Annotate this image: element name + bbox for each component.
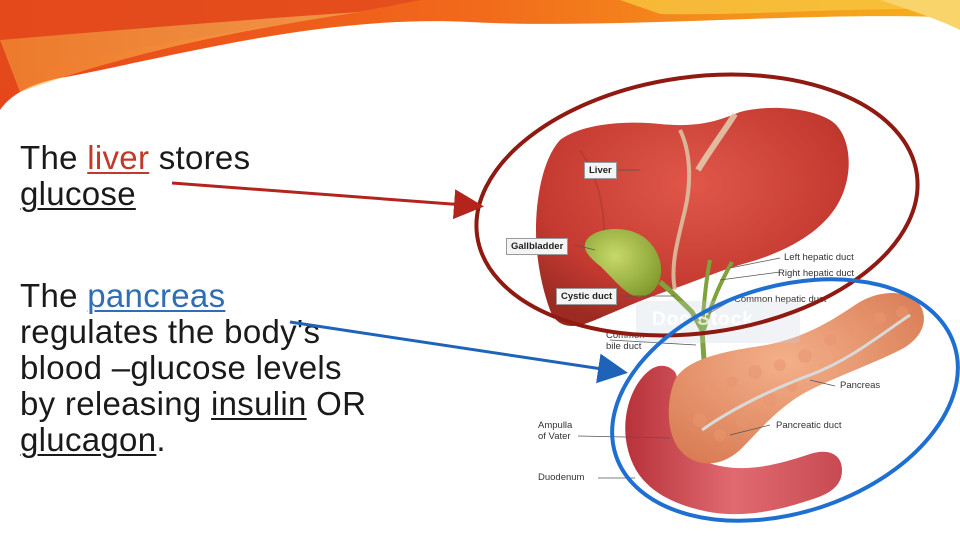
- pancreas-line3: blood –glucose levels: [20, 349, 342, 386]
- label-pancreatic-duct: Pancreatic duct: [776, 420, 842, 431]
- insulin-word: insulin: [211, 385, 307, 422]
- stock-watermark: Doc Stock: [636, 301, 800, 343]
- liver-prefix: The: [20, 139, 88, 176]
- label-ampulla-line1: Ampulla: [538, 420, 573, 431]
- pancreas-line2: regulates the body's: [20, 313, 321, 350]
- liver-stores: stores: [149, 139, 251, 176]
- pancreas-statement: The pancreas regulates the body's blood …: [20, 278, 480, 458]
- or-word: OR: [306, 385, 367, 422]
- period: .: [156, 421, 166, 458]
- glucose-word: glucose: [20, 175, 136, 212]
- pancreas-keyword: pancreas: [87, 277, 226, 314]
- liver-statement: The liver stores glucose: [20, 140, 380, 212]
- liver-keyword: liver: [87, 139, 150, 176]
- decorative-banner: [0, 0, 960, 110]
- pancreas-line4-prefix: by releasing: [20, 385, 212, 422]
- label-right-hepatic-duct: Right hepatic duct: [778, 268, 855, 279]
- label-gallbladder: Gallbladder: [506, 238, 569, 255]
- watermark-text: Doc Stock: [652, 309, 754, 330]
- label-liver: Liver: [584, 162, 617, 179]
- label-left-hepatic-duct: Left hepatic duct: [784, 252, 854, 263]
- label-ampulla-line2: of Vater: [538, 431, 571, 442]
- pancreas-prefix: The: [20, 277, 88, 314]
- label-duodenum: Duodenum: [538, 472, 585, 483]
- glucagon-word: glucagon: [20, 421, 157, 458]
- label-pancreas: Pancreas: [840, 380, 881, 391]
- label-cystic-duct: Cystic duct: [556, 288, 618, 305]
